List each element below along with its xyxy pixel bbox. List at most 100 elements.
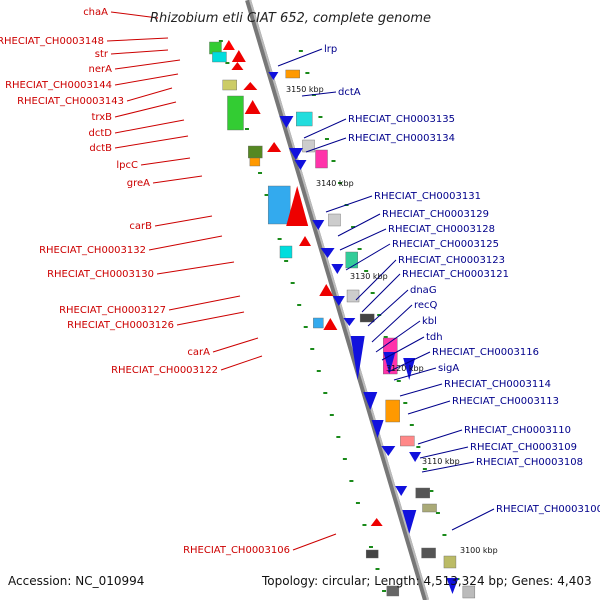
forward-gene-arrow (231, 62, 244, 70)
reverse-gene-arrow (312, 220, 325, 230)
tick-marks (218, 40, 460, 592)
tick-mark (264, 194, 269, 196)
tick-mark (349, 480, 354, 482)
accession-text: Accession: NC_010994 (8, 574, 145, 588)
scale-label: 3130 kbp (350, 272, 388, 281)
tick-mark (298, 50, 303, 52)
tick-mark (329, 414, 334, 416)
right-gene-label: sigA (438, 363, 459, 374)
gene-box (421, 547, 436, 559)
leader-line (154, 215, 213, 227)
gene-box (345, 251, 358, 269)
left-gene-label: RHECIAT_CH0003106 (183, 545, 290, 556)
leader-line (114, 59, 181, 70)
left-gene-label: RHECIAT_CH0003144 (5, 80, 112, 91)
leader-line (110, 11, 159, 19)
gene-box (313, 317, 324, 329)
leader-line (337, 213, 381, 237)
right-gene-label: RHECIAT_CH0003129 (382, 209, 489, 220)
gene-box (415, 487, 430, 499)
tick-mark (323, 392, 328, 394)
reverse-gene-arrow (343, 318, 356, 326)
right-gene-label: RHECIAT_CH0003110 (464, 425, 571, 436)
tick-mark (258, 172, 263, 174)
leader-line (110, 49, 169, 55)
reverse-gene-arrow (363, 392, 378, 410)
tick-mark (403, 402, 408, 404)
gene-box (285, 69, 300, 79)
left-gene-label: nerA (89, 64, 113, 75)
gene-box (400, 435, 415, 447)
leader-line (292, 533, 337, 551)
leader-line (156, 261, 235, 275)
tick-mark (277, 238, 282, 240)
forward-gene-arrow (286, 186, 309, 226)
tick-mark (218, 40, 223, 42)
tick-mark (310, 348, 315, 350)
leader-line (114, 101, 177, 118)
right-gene-label: RHECIAT_CH0003109 (470, 442, 577, 453)
right-gene-label: RHECIAT_CH0003121 (402, 269, 509, 280)
reverse-gene-arrow (446, 578, 459, 594)
reverse-gene-arrow (381, 446, 396, 456)
reverse-gene-arrow (371, 420, 384, 438)
tick-mark (225, 62, 230, 64)
gene-box (422, 503, 437, 513)
leader-line (371, 304, 413, 343)
right-gene-label: RHECIAT_CH0003125 (392, 239, 499, 250)
gene-features (209, 40, 476, 599)
reverse-gene-arrow (268, 72, 279, 80)
left-gene-label: greA (127, 178, 150, 189)
gene-box (365, 549, 379, 559)
tick-mark (382, 590, 387, 592)
tick-mark (351, 226, 356, 228)
scale-label: 3110 kbp (422, 457, 460, 466)
leader-line (355, 259, 397, 301)
left-gene-label: RHECIAT_CH0003126 (67, 320, 174, 331)
left-gene-label: lpcC (116, 160, 138, 171)
topology-summary: Topology: circular; Length: 4,513,324 bp… (262, 574, 592, 588)
gene-box (386, 585, 400, 597)
leader-line (220, 355, 263, 371)
leader-line (325, 195, 373, 213)
label-leader-lines (106, 11, 495, 551)
tick-mark (370, 292, 375, 294)
leader-line (148, 235, 223, 251)
tick-mark (284, 260, 289, 262)
leader-line (345, 243, 391, 271)
left-gene-label: str (95, 49, 109, 60)
leader-line (168, 295, 241, 311)
tick-mark (303, 326, 308, 328)
leader-line (399, 383, 443, 397)
leader-line (303, 118, 347, 139)
leader-line (277, 48, 323, 67)
forward-gene-arrow (243, 82, 258, 90)
right-gene-label: RHECIAT_CH0003128 (388, 224, 495, 235)
gene-box (227, 95, 244, 131)
left-gene-label: RHECIAT_CH0003130 (47, 269, 154, 280)
left-gene-labels: chaARHECIAT_CH0003148strnerARHECIAT_CH00… (0, 7, 290, 556)
tick-mark (409, 424, 414, 426)
gene-box (385, 399, 400, 423)
leader-line (387, 351, 431, 373)
leader-line (114, 135, 189, 149)
scale-label: 3150 kbp (286, 85, 324, 94)
right-gene-label: dctA (338, 87, 361, 98)
leader-line (106, 37, 169, 42)
left-gene-label: RHECIAT_CH0003132 (39, 245, 146, 256)
leader-line (114, 73, 179, 86)
leader-line (451, 508, 495, 531)
right-gene-label: RHECIAT_CH0003100 (496, 504, 600, 515)
right-gene-label: tdh (426, 332, 443, 343)
forward-gene-arrow (370, 518, 383, 526)
reverse-gene-arrow (288, 148, 303, 160)
left-gene-label: dctD (89, 128, 113, 139)
tick-mark (318, 116, 323, 118)
tick-mark (362, 524, 367, 526)
left-gene-label: dctB (89, 143, 112, 154)
gene-box (359, 313, 375, 323)
gene-box (328, 213, 341, 227)
left-gene-label: RHECIAT_CH0003122 (111, 365, 218, 376)
left-gene-label: carB (129, 221, 152, 232)
right-gene-label: kbl (422, 316, 437, 327)
